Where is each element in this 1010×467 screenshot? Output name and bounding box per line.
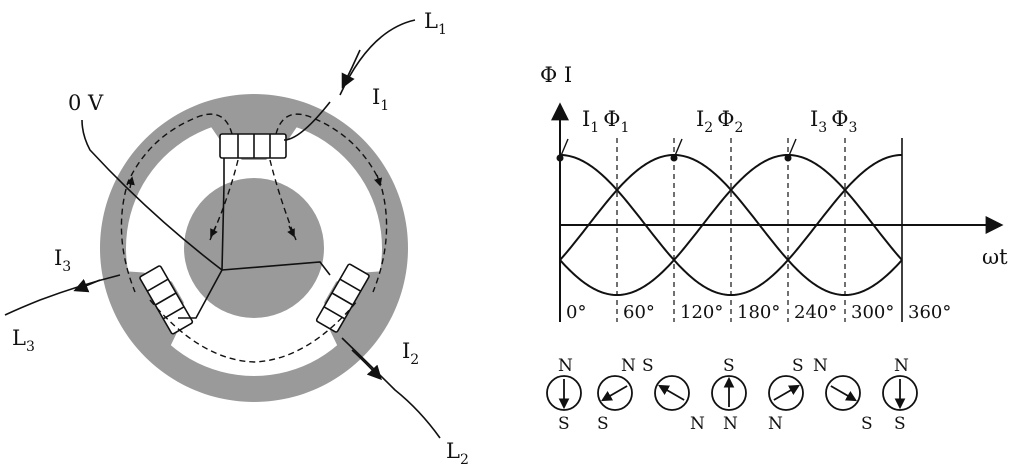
- vector-circle: [711, 375, 747, 411]
- pole-top-right: S: [792, 356, 804, 376]
- chart-axes: [551, 102, 1004, 322]
- vector-circle: [597, 375, 633, 411]
- flux-arrows: [126, 174, 383, 238]
- vector-circle: [825, 375, 861, 411]
- lead-l1-to-coil: [283, 101, 331, 141]
- pole-bottom-left: S: [894, 414, 906, 434]
- vector-circle: [546, 375, 582, 411]
- field-vector-240: SN: [768, 356, 804, 434]
- label-i2: I2: [402, 339, 419, 368]
- vector-arrow: [773, 384, 800, 401]
- pole-top-right: N: [894, 356, 909, 376]
- chart-tick-labels: 0° 60° 120° 180° 240° 300° 360°: [566, 302, 951, 323]
- chart-xlabel: ωt: [982, 245, 1008, 269]
- motor-diagram: L1 I1 0 V I3 L3 I2 L2: [4, 9, 469, 467]
- chart-curves: [556, 153, 903, 297]
- pole-bottom-right: N: [690, 414, 705, 434]
- label-neutral: 0 V: [68, 91, 104, 115]
- field-vector-0: NS: [546, 356, 582, 434]
- lead-l3: [4, 274, 121, 316]
- wye-wiring: [81, 119, 331, 319]
- label-l3: L3: [12, 326, 35, 355]
- pole-bottom-left: N: [768, 414, 783, 434]
- tick-label-120: 120°: [680, 302, 723, 323]
- pole-bottom-left: S: [558, 414, 570, 434]
- vector-arrow: [658, 384, 685, 401]
- vector-circle: [654, 375, 690, 411]
- tick-label-360: 360°: [908, 302, 951, 323]
- label-l2: L2: [446, 439, 469, 467]
- vector-circle: [768, 375, 804, 411]
- label-l1: L1: [424, 9, 447, 38]
- pole-top-left: N: [813, 356, 828, 376]
- lead-l2-arrow: [351, 349, 382, 381]
- vector-arrow: [601, 385, 628, 402]
- pole-top-left: S: [642, 356, 654, 376]
- coil-top: [219, 133, 287, 159]
- coil-left: [139, 265, 194, 335]
- lead-l3-arrow: [73, 278, 101, 293]
- field-vector-180: SN: [711, 356, 747, 434]
- rotor: [184, 178, 324, 318]
- field-vector-120: SN: [642, 356, 705, 434]
- series-leader-1: [559, 138, 569, 159]
- pole-bottom-left: N: [723, 414, 738, 434]
- series-leader-2: [673, 138, 683, 159]
- series-leader-3: [787, 138, 797, 159]
- tick-label-180: 180°: [737, 302, 780, 323]
- pole-top-right: S: [723, 356, 735, 376]
- chart-gridlines: [616, 138, 903, 322]
- tick-label-0: 0°: [566, 302, 586, 323]
- tick-label-240: 240°: [794, 302, 837, 323]
- lead-l1: [339, 19, 416, 96]
- field-vector-300: NS: [813, 356, 873, 434]
- label-i1: I1: [372, 85, 389, 114]
- series-curve-3: [559, 153, 903, 297]
- field-vector-360: NS: [882, 356, 918, 434]
- vector-circle: [882, 375, 918, 411]
- lead-l2: [341, 337, 441, 439]
- coil-right: [315, 263, 370, 333]
- label-i3: I3: [54, 246, 71, 275]
- vector-arrow: [830, 385, 857, 402]
- tick-label-60: 60°: [623, 302, 655, 323]
- pole-top-right: N: [558, 356, 573, 376]
- pole-bottom-right: S: [861, 414, 873, 434]
- pole-bottom-left: S: [597, 414, 609, 434]
- tick-label-300: 300°: [851, 302, 894, 323]
- pole-top-right: N: [621, 356, 636, 376]
- chart-ylabel: Φ I: [540, 63, 572, 87]
- field-vector-60: NS: [597, 356, 636, 434]
- lead-l1-arrow: [341, 49, 361, 89]
